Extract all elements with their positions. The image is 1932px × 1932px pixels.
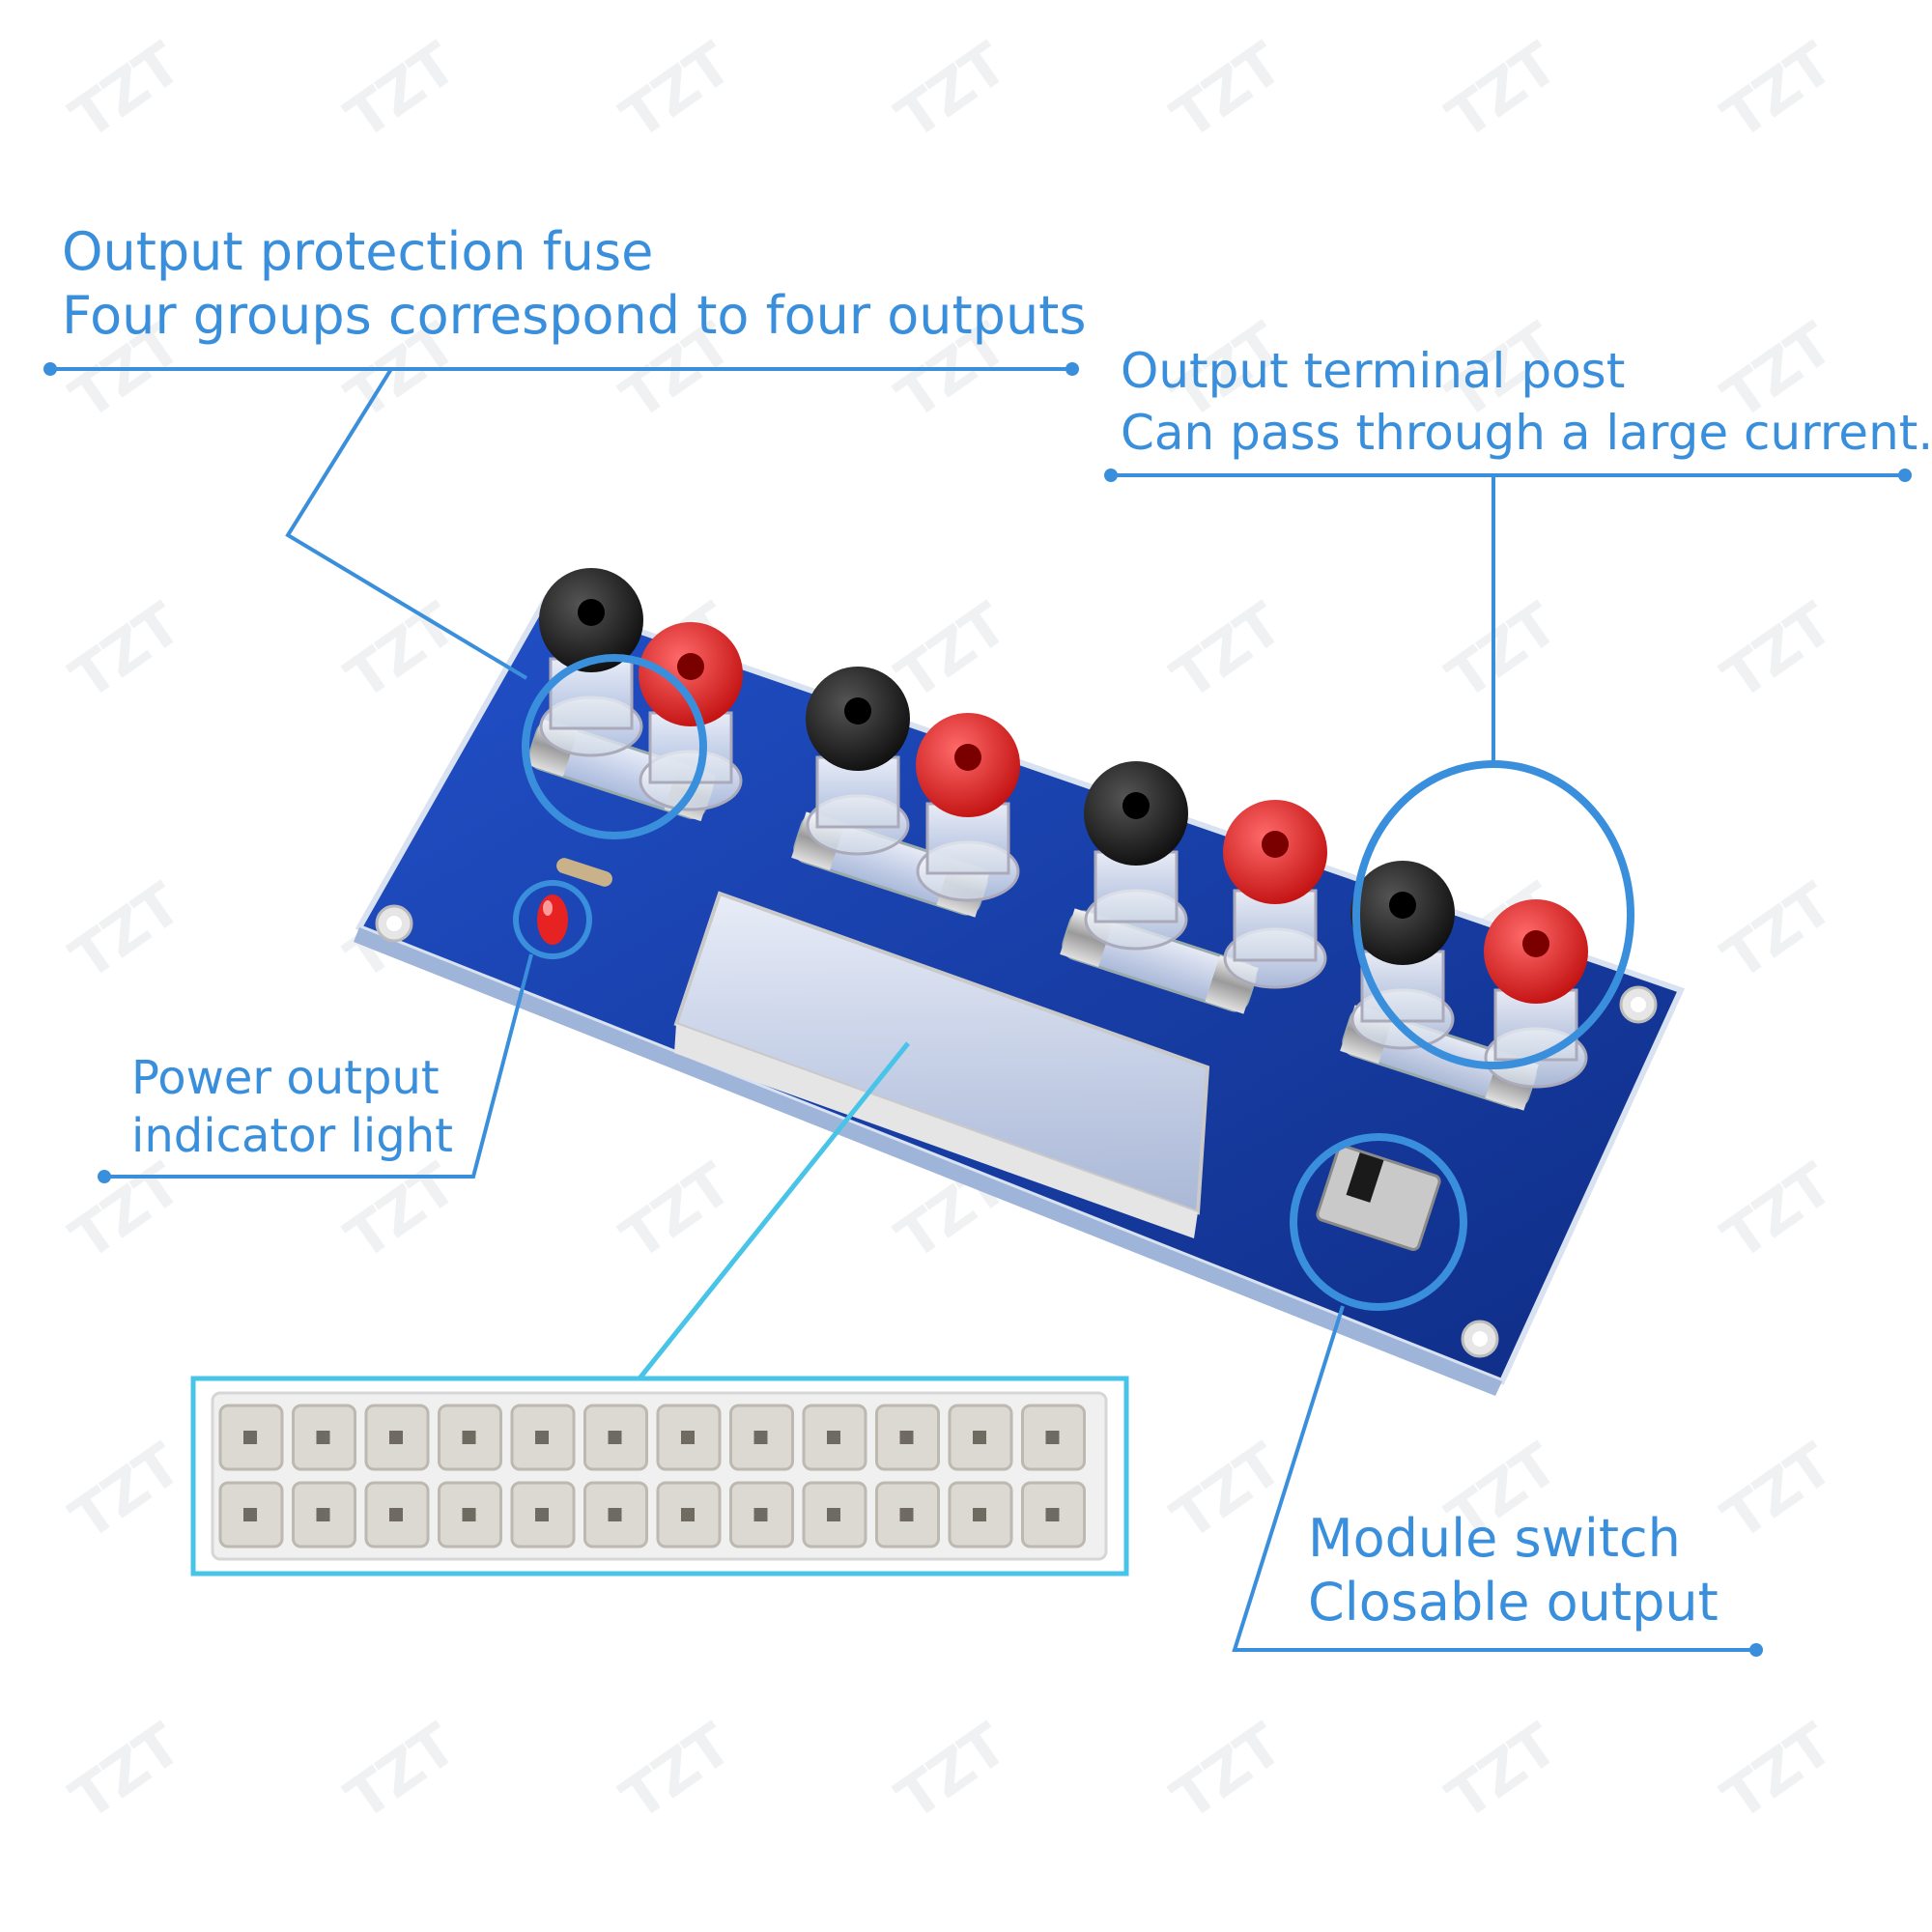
- connector-pin-contact: [1045, 1508, 1060, 1521]
- connector-pin-contact: [827, 1508, 840, 1521]
- connector-pin-contact: [535, 1508, 549, 1521]
- callout-dots: [43, 362, 1912, 1657]
- module-switch-annotation-line1: Module switch: [1308, 1508, 1681, 1569]
- binding-post-icon: [806, 667, 910, 856]
- fuse-annotation: Output protection fuse Four groups corre…: [62, 220, 1087, 348]
- slide-switch-icon: [1316, 1145, 1441, 1251]
- atx-connector-icon: [673, 891, 1210, 1238]
- binding-post-icon: [1084, 761, 1188, 951]
- connector-inset: [190, 1376, 1129, 1577]
- led-icon: [537, 858, 612, 945]
- connector-pin-contact: [1045, 1431, 1060, 1444]
- binding-post-icon: [1223, 800, 1327, 989]
- connector-callout-line: [638, 1041, 910, 1380]
- terminal-post-annotation-line2: Can pass through a large current.: [1121, 405, 1932, 461]
- connector-pin-contact: [973, 1508, 986, 1521]
- binding-post-icon: [916, 713, 1020, 902]
- connector-pins: [218, 1404, 1086, 1548]
- mounting-holes: [375, 904, 1658, 1358]
- connector-pin-contact: [243, 1508, 257, 1521]
- connector-pin-contact: [753, 1431, 768, 1444]
- callout-lines: [50, 367, 1905, 1652]
- fuse-annotation-line1: Output protection fuse: [62, 221, 654, 282]
- connector-pin-contact: [681, 1508, 695, 1521]
- connector-pin-contact: [973, 1431, 986, 1444]
- connector-pin-contact: [899, 1508, 914, 1521]
- connector-pin-contact: [389, 1431, 403, 1444]
- pcb-edge: [354, 927, 1502, 1396]
- connector-pin-contact: [462, 1508, 476, 1521]
- connector-pin-contact: [608, 1508, 622, 1521]
- connector-pin-contact: [462, 1431, 476, 1444]
- module-switch-annotation-line2: Closable output: [1308, 1572, 1719, 1633]
- connector-pin-contact: [827, 1431, 840, 1444]
- connector-pin-contact: [608, 1431, 622, 1444]
- connector-pin-contact: [243, 1431, 257, 1444]
- terminal-post-annotation-line1: Output terminal post: [1121, 343, 1626, 399]
- binding-post-icon: [639, 622, 743, 811]
- connector-pin-contact: [316, 1431, 330, 1444]
- connector-pin-contact: [753, 1508, 768, 1521]
- fuse-annotation-line2: Four groups correspond to four outputs: [62, 285, 1087, 346]
- module-switch-annotation: Module switch Closable output: [1308, 1507, 1719, 1634]
- indicator-light-annotation-line1: Power output: [131, 1051, 440, 1105]
- connector-pin-contact: [316, 1508, 330, 1521]
- connector-pin-contact: [535, 1431, 549, 1444]
- indicator-light-annotation: Power output indicator light: [131, 1049, 453, 1165]
- terminal-post-annotation: Output terminal post Can pass through a …: [1121, 340, 1932, 464]
- connector-pin-contact: [899, 1431, 914, 1444]
- connector-pin-contact: [389, 1508, 403, 1521]
- connector-pin-contact: [681, 1431, 695, 1444]
- indicator-light-annotation-line2: indicator light: [131, 1109, 453, 1163]
- binding-post-icon: [1350, 861, 1455, 1050]
